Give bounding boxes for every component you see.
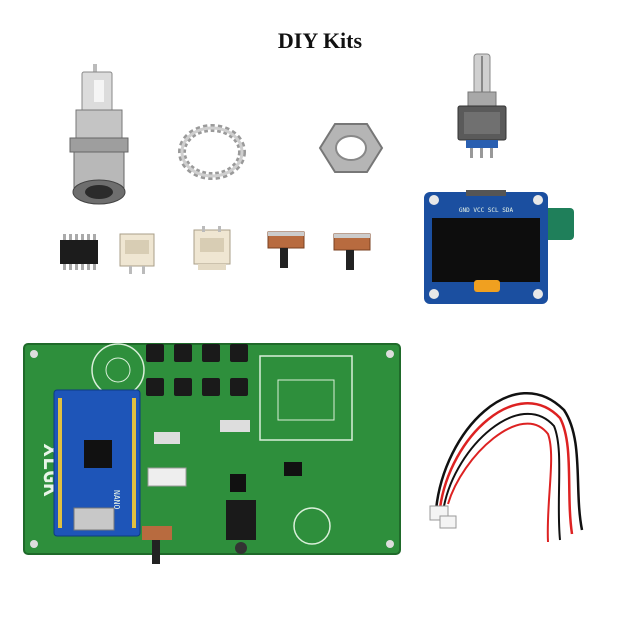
wire-harness <box>424 370 596 546</box>
slide-switch <box>330 228 374 272</box>
ic-chip <box>56 232 102 272</box>
bnc-connector <box>60 62 140 212</box>
hex-nut <box>318 120 384 176</box>
main-pcb: XLGK NANO <box>22 340 404 568</box>
jst-connector <box>116 228 158 274</box>
oled-display-module: GND VCC SCL SDA <box>420 188 584 308</box>
nano-label: NANO <box>112 490 121 509</box>
lock-washer <box>178 124 246 180</box>
page-title: DIY Kits <box>277 28 363 53</box>
rotary-encoder <box>452 52 512 160</box>
slide-switch <box>264 226 308 270</box>
jst-connector-right-angle <box>190 224 234 272</box>
oled-pin-labels: GND VCC SCL SDA <box>459 207 514 214</box>
